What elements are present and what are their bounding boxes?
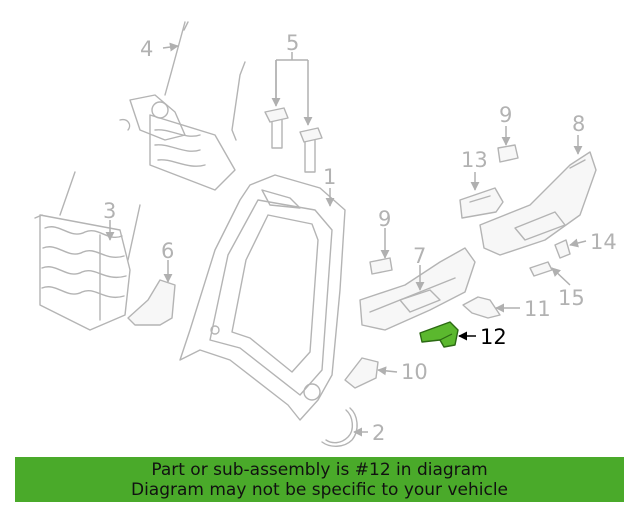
callout-2[interactable]: 2 [372, 421, 385, 445]
info-banner: Part or sub-assembly is #12 in diagram D… [15, 457, 624, 502]
callout-9-lower[interactable]: 9 [378, 207, 391, 231]
parts-diagram: 4 5 1 3 6 9 7 9 13 8 14 15 11 12 10 2 [34, 21, 617, 447]
callout-14[interactable]: 14 [590, 230, 617, 254]
callout-15[interactable]: 15 [558, 286, 585, 310]
part-12-highlighted[interactable] [419, 321, 459, 348]
part-3-spring-mat [34, 171, 141, 331]
callout-1[interactable]: 1 [323, 165, 336, 189]
part-1-seat-frame [179, 174, 346, 421]
part-9-knob-upper [497, 144, 519, 163]
callout-12[interactable]: 12 [480, 325, 507, 349]
callout-3[interactable]: 3 [103, 199, 116, 223]
part-4-lumbar-assembly [119, 21, 246, 191]
part-15-clip [529, 261, 553, 277]
part-6-bracket [127, 279, 176, 326]
banner-line-2: Diagram may not be specific to your vehi… [130, 479, 508, 500]
part-9-knob-lower [369, 257, 393, 275]
callout-7[interactable]: 7 [413, 244, 426, 268]
part-8-side-cover [479, 151, 597, 256]
leader-lines [105, 42, 587, 437]
callout-8[interactable]: 8 [572, 112, 585, 136]
banner-line-1: Part or sub-assembly is #12 in diagram [151, 459, 488, 480]
callout-11[interactable]: 11 [524, 297, 551, 321]
part-11-bracket [462, 296, 501, 319]
part-2-hook [321, 407, 358, 447]
callout-6[interactable]: 6 [161, 239, 174, 263]
part-13-switch [459, 187, 504, 219]
callout-4[interactable]: 4 [140, 37, 153, 61]
callout-9-upper[interactable]: 9 [499, 103, 512, 127]
part-14-cap [554, 239, 571, 259]
part-10-bracket [344, 357, 379, 389]
part-5-headrest-guides [264, 107, 323, 173]
callout-5[interactable]: 5 [286, 31, 299, 55]
callout-10[interactable]: 10 [401, 360, 428, 384]
callout-13[interactable]: 13 [461, 148, 488, 172]
